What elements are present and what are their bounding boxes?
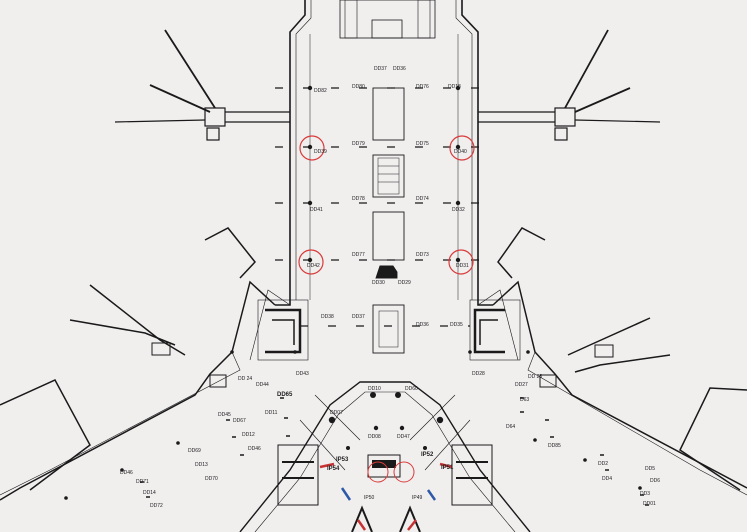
- highlight-dd39: [299, 135, 325, 161]
- label-dd74: DD74: [416, 196, 429, 202]
- label-dd45: DD45: [218, 412, 231, 418]
- label-dd70: DD70: [205, 476, 218, 482]
- label-dd11: DD11: [265, 410, 278, 416]
- central-pier: [275, 0, 493, 306]
- label-dd2: DD2: [598, 461, 608, 467]
- label-ip50: IP50: [364, 495, 375, 501]
- label-dd65: DD65: [277, 392, 293, 398]
- label-dd43: DD43: [296, 371, 309, 377]
- label-dd71: DD71: [136, 479, 149, 485]
- label-dd24: DD 24: [238, 376, 252, 382]
- label-dd13: DD13: [195, 462, 208, 468]
- label-dd76: DD76: [416, 84, 429, 90]
- label-dd37-top: DD37: [374, 66, 387, 72]
- label-ip53: IP53: [336, 457, 349, 463]
- label-dd60: DD60: [405, 386, 418, 392]
- highlight-dd31: [448, 249, 474, 275]
- label-dd5: DD5: [645, 466, 655, 472]
- label-dd3: DD3: [640, 491, 650, 497]
- highlight-rings: [298, 135, 475, 275]
- label-dd44: DD44: [256, 382, 269, 388]
- hub-devices: [328, 392, 444, 450]
- label-dd47: DD47: [397, 434, 410, 440]
- label-dd38: DD38: [321, 314, 334, 320]
- label-dd6: DD6: [650, 478, 660, 484]
- label-dd72: DD72: [150, 503, 163, 509]
- label-dd08: DD08: [368, 434, 381, 440]
- highlight-dd40: [449, 135, 475, 161]
- label-ip52: IP52: [421, 452, 434, 458]
- column-lines: [309, 34, 459, 300]
- label-dd36-mid: DD36: [416, 322, 429, 328]
- label-dd46-a: DD46: [248, 446, 261, 452]
- jet-bridge-upper-left: [114, 29, 290, 141]
- label-dd73: DD73: [416, 252, 429, 258]
- colored-markers: [319, 462, 453, 531]
- label-dd14: DD14: [143, 490, 156, 496]
- label-dd29: DD29: [398, 280, 411, 286]
- label-ip49: IP49: [412, 495, 423, 501]
- label-dd67: DD67: [233, 418, 246, 424]
- label-dd75: DD75: [416, 141, 429, 147]
- label-dd79: DD79: [352, 141, 365, 147]
- dash-markers: [140, 397, 649, 506]
- label-dd31: DD31: [456, 263, 469, 269]
- device-labels: DD37 DD36 DD82 DD80 DD76 DD18 DD39 DD79 …: [120, 66, 660, 509]
- label-dd12: DD12: [242, 432, 255, 438]
- label-dd27: DD27: [515, 382, 528, 388]
- label-dd78: DD78: [352, 196, 365, 202]
- label-dd41: DD41: [310, 207, 323, 213]
- label-dd35: DD35: [450, 322, 463, 328]
- label-dd42: DD42: [307, 263, 320, 269]
- label-dd40: DD40: [454, 149, 467, 155]
- label-dd10: DD10: [368, 386, 381, 392]
- label-d64: D64: [506, 424, 515, 430]
- label-dd46-b: DD46: [120, 470, 133, 476]
- jet-bridge-upper-right: [478, 29, 661, 141]
- label-dd28: DD28: [472, 371, 485, 377]
- label-dd82: DD82: [314, 88, 327, 94]
- label-dd32: DD32: [452, 207, 465, 213]
- label-dd23: DD 23: [528, 374, 542, 380]
- label-dd07: DD07: [330, 410, 343, 416]
- hub-rings: [367, 461, 415, 483]
- label-dd85: DD85: [548, 443, 561, 449]
- right-wing: [469, 227, 747, 496]
- label-dd4: DD4: [602, 476, 612, 482]
- label-dd30: DD30: [372, 280, 385, 286]
- label-dd80: DD80: [352, 84, 365, 90]
- label-dd77: DD77: [352, 252, 365, 258]
- label-dd18: DD18: [448, 84, 461, 90]
- highlight-dd42: [298, 249, 324, 275]
- label-dd69: DD69: [188, 448, 201, 454]
- label-ip51: IP51: [441, 465, 454, 471]
- label-dd01: DD01: [643, 501, 656, 507]
- label-ip54: IP54: [327, 466, 340, 472]
- left-wing: [0, 227, 309, 501]
- label-dd39: DD39: [314, 149, 327, 155]
- label-d63: D63: [520, 397, 529, 403]
- label-dd37-mid: DD37: [352, 314, 365, 320]
- label-dd36-top: DD36: [393, 66, 406, 72]
